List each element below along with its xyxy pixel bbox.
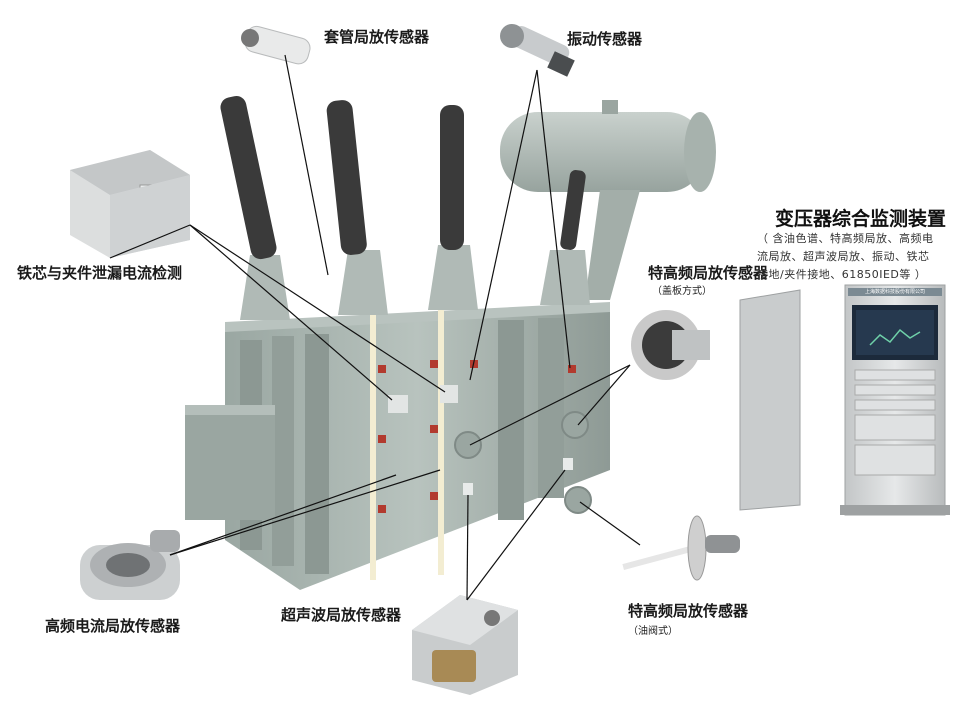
hv-bushing-3 [428, 105, 478, 310]
label-hf-ct: 高频电流局放传感器 [45, 617, 181, 635]
label-bushing-pd: 套管局放传感器 [324, 28, 430, 46]
bushing-sensor-device [241, 25, 311, 65]
device-desc-line-3: 接地/夹件接地、61850IED等 ） [757, 268, 927, 281]
monitoring-cabinet [739, 284, 950, 516]
ultrasonic-sensor-device [412, 595, 518, 695]
hf-ct-sensor-device [80, 530, 180, 600]
label-uhf-valve: 特高频局放传感器 [628, 602, 749, 620]
label-uhf-cover: 特高频局放传感器 [648, 264, 769, 282]
transformer-tank [185, 300, 610, 590]
core-clamp-device [70, 150, 190, 258]
label-ultrasonic: 超声波局放传感器 [281, 606, 402, 624]
label-uhf-cover-note: （盖板方式） [652, 286, 712, 297]
label-vibration: 振动传感器 [567, 30, 643, 48]
sensor-markers [378, 360, 592, 514]
label-core-clamp: 铁芯与夹件泄漏电流检测 [17, 264, 183, 282]
uhf-cover-sensor-device [631, 310, 710, 380]
hv-bushing-2 [326, 100, 388, 315]
label-uhf-valve-note: （油阀式） [628, 626, 678, 637]
cabinet-header-text: 上海数据科技股份有限公司 [864, 289, 925, 295]
device-title: 变压器综合监测装置 [775, 208, 947, 230]
hv-bushing-1 [220, 96, 290, 320]
device-desc-line-1: （ 含油色谱、特高频局放、高频电 [757, 232, 934, 245]
conservator-tank [500, 100, 716, 300]
device-desc-line-2: 流局放、超声波局放、振动、铁芯 [757, 250, 930, 263]
lv-bushing [540, 170, 590, 305]
uhf-valve-sensor-device [622, 515, 740, 581]
leader-lines [109, 54, 641, 601]
vibration-sensor-device [500, 24, 575, 77]
device-description: （ 含油色谱、特高频局放、高频电 流局放、超声波局放、振动、铁芯 接地/夹件接地… [757, 230, 957, 284]
